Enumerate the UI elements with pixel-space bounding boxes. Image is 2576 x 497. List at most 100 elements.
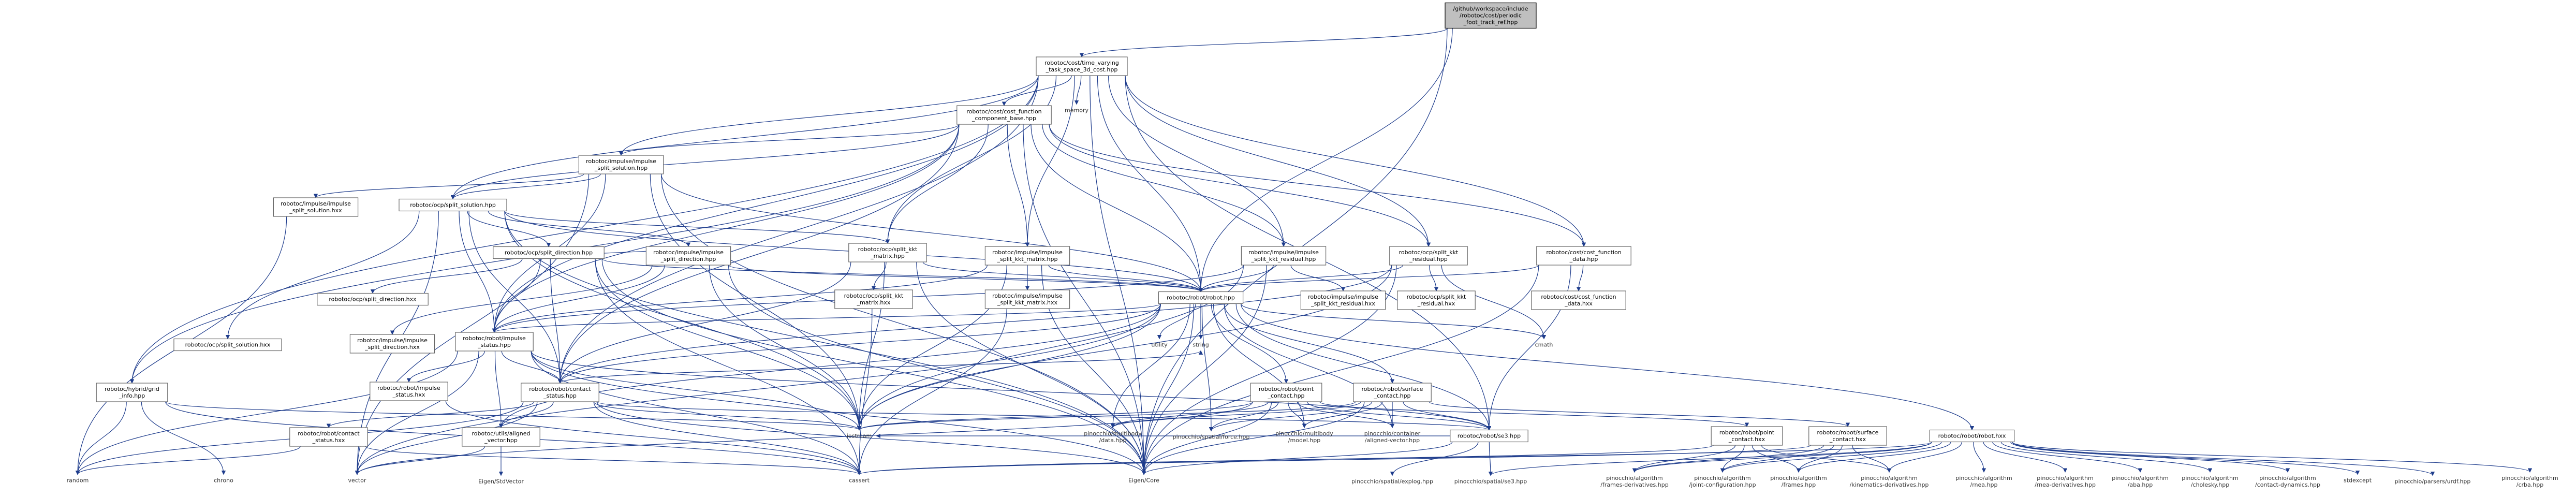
node-box (493, 246, 605, 259)
edge-impulse-status-to-cassert (531, 350, 862, 475)
edge-point-contact-to-vector (355, 401, 1253, 475)
node-label: /github/workspace/include (1453, 6, 1528, 12)
edge-impulse-kkt-residual-to-robot (1198, 265, 1274, 293)
node-label: _split_kkt_residual.hpp (1251, 256, 1316, 262)
node-label: chrono (214, 477, 233, 484)
node-impulse-split-solution[interactable]: robotoc/impulse/impulse_split_solution.h… (578, 155, 664, 174)
node-label: /contact-dynamics.hpp (2255, 481, 2320, 488)
node-label: robotoc/impulse/impulse (1308, 294, 1378, 300)
node-split-solution-hxx[interactable]: robotoc/ocp/split_solution.hxx (173, 338, 282, 352)
node-aligned-vector[interactable]: robotoc/utils/aligned_vector.hpp (462, 427, 540, 447)
node-label: _matrix.hpp (870, 253, 905, 259)
node-impulse-kkt-matrix-hxx[interactable]: robotoc/impulse/impulse_split_kkt_matrix… (984, 289, 1070, 309)
node-split-kkt-residual[interactable]: robotoc/ocp/split_kkt_residual.hpp (1389, 246, 1468, 266)
node-impulse-split-direction-hxx[interactable]: robotoc/impulse/impulse_split_direction.… (349, 334, 435, 354)
edge-point-contact-to-pin-model (1288, 401, 1307, 428)
edge-point-contact-hxx-to-pin-frames-deriv (1632, 445, 1736, 473)
edge-time-varying-to-hybrid-grid (129, 75, 1039, 384)
node-split-kkt-residual-hxx[interactable]: robotoc/ocp/split_kkt_residual.hxx (1397, 290, 1476, 310)
node-box (1711, 426, 1783, 446)
node-surface-contact[interactable]: robotoc/robot/surface_contact.hpp (1353, 383, 1432, 402)
node-label: /robotoc/cost/periodic (1460, 12, 1522, 19)
edge-cost-component-to-split-kkt-residual (1049, 124, 1431, 247)
node-label: robotoc/ocp/split_solution.hxx (185, 342, 271, 348)
node-label: _split_direction.hpp (660, 256, 716, 262)
node-cost-function-data[interactable]: robotoc/cost/cost_function_data.hpp (1536, 246, 1631, 266)
node-split-direction[interactable]: robotoc/ocp/split_direction.hpp (493, 246, 605, 259)
node-label: robotoc/robot/point (1719, 429, 1775, 436)
node-label: robotoc/ocp/split_kkt (844, 293, 904, 299)
edge-point-contact-to-se3 (1306, 401, 1492, 431)
node-label: robotoc/ocp/split_kkt (858, 246, 918, 253)
edge-time-varying-to-split-kkt-residual (1125, 75, 1431, 247)
edge-cost-component-to-contact-status (557, 124, 960, 384)
edge-cost-component-to-impulse-kkt-residual (1042, 124, 1286, 247)
edge-time-varying-to-robot (1097, 75, 1203, 293)
node-contact-status[interactable]: robotoc/robot/contact_status.hpp (521, 383, 599, 402)
node-split-solution[interactable]: robotoc/ocp/split_solution.hpp (399, 198, 507, 212)
node-split-kkt-matrix[interactable]: robotoc/ocp/split_kkt_matrix.hpp (848, 243, 927, 262)
node-impulse-status-hxx[interactable]: robotoc/robot/impulse_status.hxx (370, 382, 448, 401)
edge-robot-hxx-to-pin-contact-dyn (2010, 442, 2290, 473)
node-pin-explog: pinocchio/spatial/explog.hpp (1351, 478, 1433, 485)
node-cost-function-data-hxx[interactable]: robotoc/cost/cost_function_data.hxx (1531, 290, 1626, 310)
node-cost-component[interactable]: robotoc/cost/cost_function_component_bas… (956, 105, 1052, 125)
node-label: robotoc/cost/cost_function (1541, 294, 1616, 300)
node-iostream: iostream (847, 433, 872, 440)
node-label: robotoc/impulse/impulse (1248, 249, 1319, 256)
node-label: /rnea-derivatives.hpp (2035, 481, 2096, 488)
edge-surface-contact-to-se3 (1403, 401, 1492, 431)
edge-split-direction-to-cassert (595, 258, 862, 475)
node-robot[interactable]: robotoc/robot/robot.hpp (1158, 291, 1244, 304)
node-impulse-kkt-residual-hxx[interactable]: robotoc/impulse/impulse_split_kkt_residu… (1300, 290, 1386, 310)
node-label: utility (1151, 342, 1168, 348)
edge-surface-contact-to-pin-force (1209, 401, 1373, 432)
edge-robot-hxx-to-pin-aba (1992, 442, 2143, 473)
node-label: /kinematics-derivatives.hpp (1850, 481, 1929, 488)
node-hybrid-grid[interactable]: robotoc/hybrid/grid_info.hpp (96, 383, 168, 402)
node-label: robotoc/cost/cost_function (1546, 249, 1621, 256)
node-label: pinocchio/spatial/explog.hpp (1351, 478, 1433, 485)
node-impulse-kkt-matrix[interactable]: robotoc/impulse/impulse_split_kkt_matrix… (984, 246, 1070, 266)
node-impulse-split-direction[interactable]: robotoc/impulse/impulse_split_direction.… (645, 246, 731, 266)
node-label: /frames-derivatives.hpp (1600, 481, 1668, 488)
node-surface-contact-hxx[interactable]: robotoc/robot/surface_contact.hxx (1808, 426, 1887, 446)
edge-se3-to-eigen-core (1141, 442, 1453, 475)
edge-split-kkt-residual-to-cmath (1441, 265, 1547, 340)
node-label: robotoc/impulse/impulse (653, 249, 724, 256)
dependency-edges (75, 27, 2532, 476)
node-point-contact-hxx[interactable]: robotoc/robot/point_contact.hxx (1711, 426, 1783, 446)
edge-robot-hxx-to-stdexcept (2012, 441, 2360, 475)
node-time-varying[interactable]: robotoc/cost/time_varying_task_space_3d_… (1036, 56, 1128, 76)
node-label: pinocchio/spatial/se3.hpp (1454, 478, 1527, 485)
node-point-contact[interactable]: robotoc/robot/point_contact.hpp (1250, 383, 1322, 402)
node-impulse-kkt-residual[interactable]: robotoc/impulse/impulse_split_kkt_residu… (1241, 246, 1327, 266)
node-eigen-core: Eigen/Core (1128, 477, 1159, 484)
node-robot-hxx[interactable]: robotoc/robot/robot.hxx (1929, 429, 2015, 443)
edge-time-varying-to-impulse-split-solution (619, 75, 1039, 156)
edge-robot-to-iostream (857, 303, 1161, 431)
node-impulse-status[interactable]: robotoc/robot/impulse_status.hpp (455, 332, 534, 352)
node-box (273, 197, 359, 217)
node-pin-rnea: pinocchio/algorithm/rnea.hpp (1955, 475, 2012, 488)
node-box (645, 246, 731, 266)
edge-impulse-split-direction-to-impulse-status (492, 265, 665, 333)
node-root[interactable]: /github/workspace/include/robotoc/cost/p… (1445, 2, 1537, 29)
node-se3[interactable]: robotoc/robot/se3.hpp (1450, 429, 1528, 443)
node-label: string (1193, 342, 1209, 348)
node-label: _matrix.hxx (857, 299, 891, 306)
node-label: _data.hxx (1564, 300, 1593, 307)
node-split-direction-hxx[interactable]: robotoc/ocp/split_direction.hxx (317, 293, 429, 306)
node-label: robotoc/impulse/impulse (586, 158, 656, 165)
edge-cost-function-data-to-cost-function-data-hxx (1576, 265, 1584, 291)
edge-se3-to-pin-explog (1390, 442, 1479, 476)
node-pin-aligned: pinocchio/container/aligned-vector.hpp (1364, 430, 1421, 444)
node-contact-status-hxx[interactable]: robotoc/robot/contact_status.hxx (289, 427, 368, 447)
node-label: robotoc/robot/surface (1362, 386, 1423, 392)
node-split-kkt-matrix-hxx[interactable]: robotoc/ocp/split_kkt_matrix.hxx (834, 289, 913, 309)
node-vector: vector (348, 477, 366, 484)
node-impulse-split-solution-hxx[interactable]: robotoc/impulse/impulse_split_solution.h… (273, 197, 359, 217)
node-box (1250, 383, 1322, 402)
edge-time-varying-to-memory (1074, 75, 1082, 105)
edge-split-kkt-residual-to-robot (1198, 265, 1403, 293)
